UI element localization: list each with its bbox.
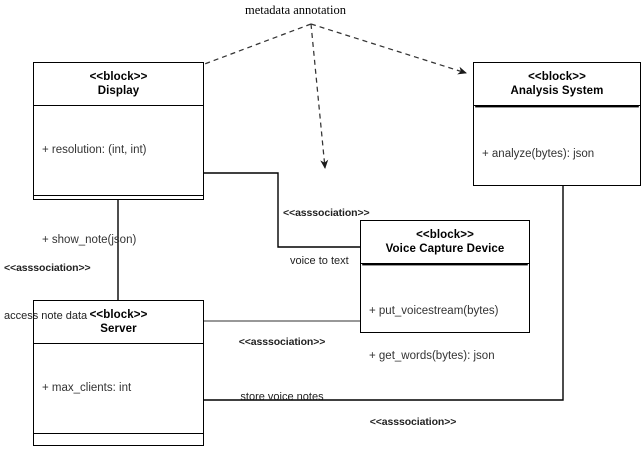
block-analysis-system-operations: + analyze(bytes): json: [474, 106, 640, 199]
block-server-header: <<block>> Server: [34, 301, 203, 344]
block-voice-capture-device-stereotype: <<block>>: [416, 229, 474, 241]
association-access-note-data-stereotype: <<asssociation>>: [4, 262, 91, 274]
block-display-stereotype: <<block>>: [89, 71, 148, 83]
association-label-store-voice-notes: <<asssociation>> store voice notes: [222, 302, 342, 437]
block-analysis-system-operation-0: + analyze(bytes): json: [482, 148, 595, 160]
connector-note-data-analysis: [204, 186, 564, 401]
block-display-name: Display: [97, 85, 140, 97]
connector-voice-to-text: [204, 172, 360, 248]
block-server-attributes: + max_clients: int: [34, 344, 203, 434]
block-server-operations: + get_data(string): json + put_data(json…: [34, 434, 203, 454]
block-server[interactable]: <<block>> Server + max_clients: int + ge…: [33, 300, 204, 446]
block-voice-capture-device-operation-1: + get_words(bytes): json: [369, 350, 495, 362]
block-voice-capture-device-name: Voice Capture Device: [385, 243, 505, 255]
association-store-voice-notes-name: store voice notes: [240, 391, 324, 403]
association-note-data-analysis-stereotype: <<asssociation>>: [369, 416, 457, 428]
association-label-access-note-data: <<asssociation>> access note data: [4, 228, 91, 356]
block-analysis-system-stereotype: <<block>>: [528, 71, 586, 83]
association-label-voice-to-text: <<asssociation>> voice to text: [283, 173, 370, 301]
block-analysis-system[interactable]: <<block>> Analysis System + analyze(byte…: [473, 62, 641, 186]
association-voice-to-text-name: voice to text: [290, 255, 349, 267]
association-label-note-data-analysis: <<asssociation>> note data analysis: [333, 382, 493, 454]
annotation-arrow-to-analysis-system: [310, 23, 467, 75]
association-access-note-data-name: access note data: [4, 310, 88, 322]
block-analysis-system-name: Analysis System: [510, 85, 604, 97]
association-store-voice-notes-stereotype: <<asssociation>>: [238, 336, 326, 348]
annotation-arrow-to-voice-to-text: [310, 23, 329, 169]
block-display-attributes: + resolution: (int, int): [34, 106, 203, 196]
metadata-annotation-label: metadata annotation: [245, 3, 347, 17]
annotation-arrow-to-display: [169, 23, 312, 78]
block-display-attribute-0: + resolution: (int, int): [42, 144, 147, 156]
block-display-header: <<block>> Display: [34, 63, 203, 106]
block-display[interactable]: <<block>> Display + resolution: (int, in…: [33, 62, 204, 375]
block-server-attribute-0: + max_clients: int: [42, 382, 132, 394]
block-voice-capture-device-operations: + put_voicestream(bytes) + get_words(byt…: [361, 264, 529, 401]
block-voice-capture-device[interactable]: <<block>> Voice Capture Device + put_voi…: [360, 220, 530, 362]
block-server-name: Server: [100, 323, 137, 335]
block-analysis-system-header: <<block>> Analysis System: [474, 63, 640, 106]
association-voice-to-text-stereotype: <<asssociation>>: [283, 207, 370, 219]
block-display-operation-0: + show_note(json): [42, 234, 137, 246]
block-voice-capture-device-header: <<block>> Voice Capture Device: [361, 221, 529, 264]
block-voice-capture-device-operation-0: + put_voicestream(bytes): [369, 305, 499, 317]
block-server-stereotype: <<block>>: [89, 309, 148, 321]
